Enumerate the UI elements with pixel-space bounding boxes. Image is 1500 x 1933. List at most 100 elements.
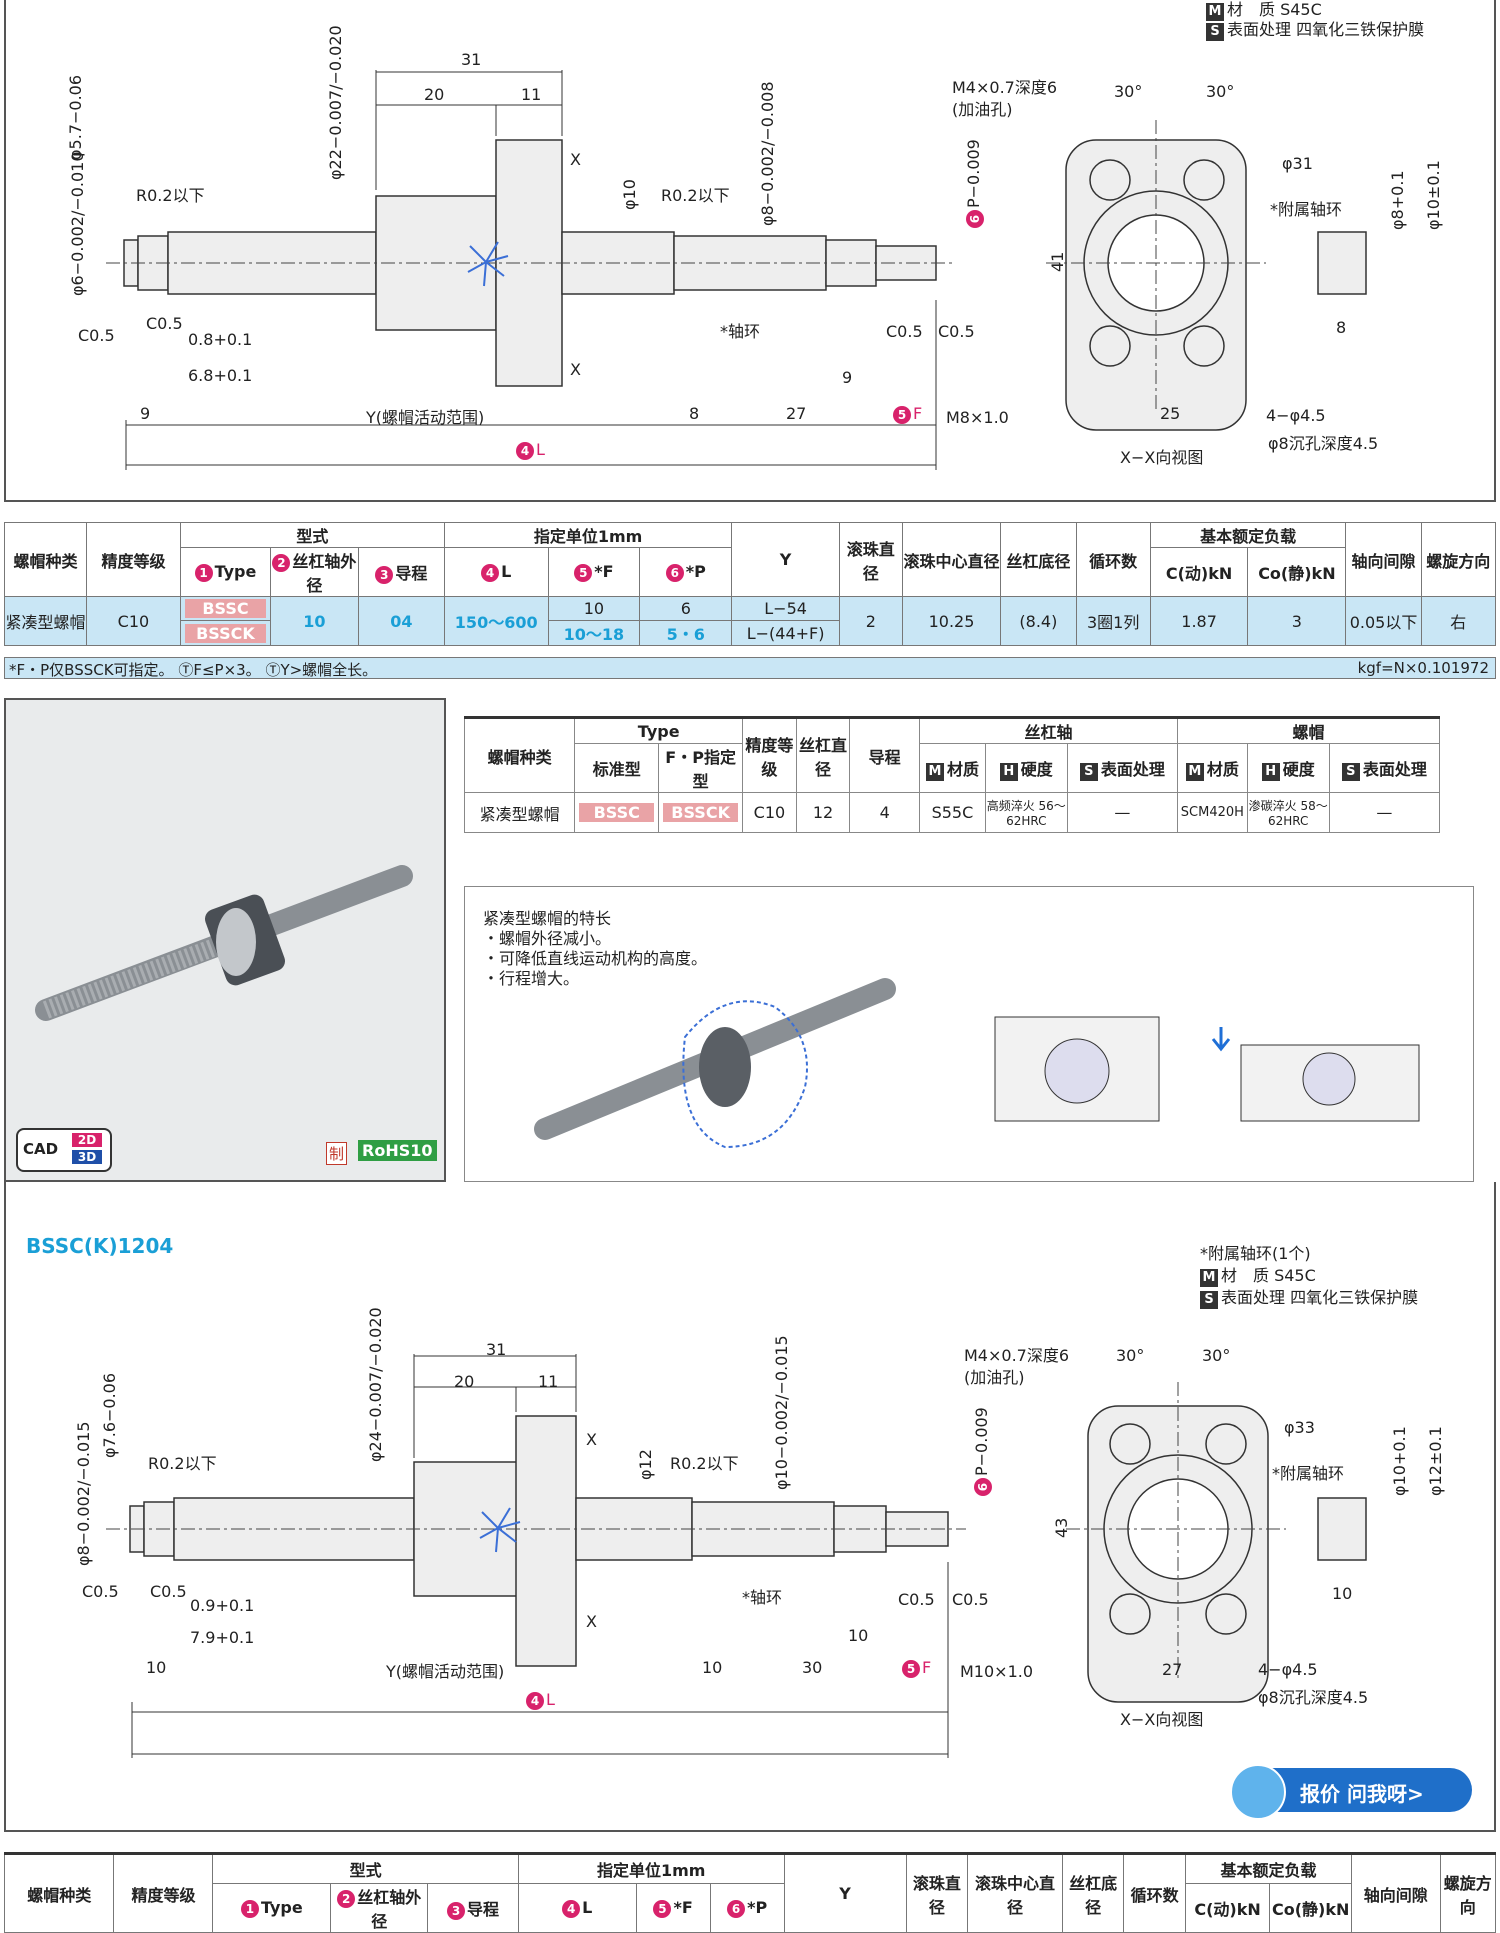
features-panel: 紧凑型螺帽的特长 ・螺帽外径减小。 ・可降低直线运动机构的高度。 ・行程增大。 [464, 886, 1474, 1182]
dim-y-range: Y(螺帽活动范围) [366, 408, 485, 427]
side-41: 41 [1048, 251, 1067, 272]
dim-c05d: C0.5 [938, 322, 975, 341]
side-m4: M4×0.7深度6 [952, 78, 1058, 97]
dim-phi22: φ22−0.007/−0.020 [326, 25, 345, 180]
table-row: 紧凑型螺帽 BSSC BSSCK C10 12 4 S55C 高频淬火 56～6… [463, 792, 1441, 833]
screw-shaft-drawing [106, 70, 1367, 470]
cell-y2: L−(44+F) [731, 620, 840, 646]
features-title: 紧凑型螺帽的特长 [483, 909, 612, 928]
cad-badge[interactable]: CAD 2D 3D [16, 1128, 112, 1172]
section2-x-bottom: X [586, 1612, 597, 1631]
nut-cell-nmat: SCM420H [1176, 792, 1248, 833]
section-x-top: X [570, 150, 581, 169]
dim2-p-tol: 6P−0.009 [972, 1407, 992, 1496]
dim2-phi12: φ12 [636, 1449, 655, 1480]
dim2-79: 7.9+0.1 [190, 1628, 255, 1647]
nut-header-dia: 丝杠直径 [795, 717, 851, 793]
dim-9a: 9 [140, 404, 151, 423]
header-kind: 螺帽种类 [4, 522, 87, 597]
header-root: 丝杠底径 [1000, 522, 1077, 597]
dim2-phi24: φ24−0.007/−0.020 [366, 1307, 385, 1462]
nut-cell-grade: C10 [742, 792, 797, 833]
quote-button[interactable]: 报价 问我呀> [1230, 1764, 1472, 1820]
cell-ball: 2 [838, 596, 903, 646]
dim-r02b: R0.2以下 [661, 186, 730, 205]
cell-p2: 5・6 [639, 620, 733, 646]
chat-bubble-icon [1230, 1764, 1286, 1820]
dim-phi10: φ10 [620, 179, 639, 210]
features-illustration [534, 978, 1420, 1149]
header-c: C(动)kN [1149, 547, 1249, 597]
dim2-09: 0.9+0.1 [190, 1596, 255, 1615]
note-text: *F・P仅BSSCK可指定。 ⓉF≤P×3。 ⓉY>螺帽全长。 [9, 661, 378, 679]
dim2-30: 30 [802, 1658, 823, 1677]
nut-header-lead: 导程 [849, 717, 921, 793]
nut-cell-std[interactable]: BSSC [574, 792, 660, 833]
side-phi31: φ31 [1282, 154, 1313, 173]
b-header-unit-group: 指定单位1mm [517, 1853, 785, 1884]
nut-header-fp: F・P指定型 [658, 743, 744, 793]
dim-p-tol: 6P−0.009 [964, 139, 984, 228]
cell-type-bssc[interactable]: BSSC [179, 596, 271, 621]
cell-grade: C10 [85, 596, 181, 646]
rohs-badge: RoHS10 [358, 1140, 437, 1161]
nut-cell-nsurf: — [1328, 792, 1441, 833]
nut-header-grade: 精度等级 [742, 717, 797, 793]
section-x-bottom: X [570, 360, 581, 379]
nut-cell-nhard: 渗碳淬火 58～62HRC [1246, 792, 1330, 833]
screw-shaft-drawing-2 [106, 1354, 1367, 1758]
side2-phi33: φ33 [1284, 1418, 1315, 1437]
ring-label-2: *轴环 [742, 1588, 783, 1607]
ball-screw-photo [35, 865, 413, 1021]
b-header-y: Y [783, 1853, 907, 1933]
side2-view-label: X−X向视图 [1120, 1710, 1204, 1729]
b-header-root: 丝杠底径 [1061, 1853, 1125, 1933]
cell-f2: 10～18 [547, 620, 641, 646]
dim2-11: 11 [538, 1372, 559, 1391]
nut-cell-smat: S55C [919, 792, 986, 833]
dim-m8: M8×1.0 [946, 408, 1009, 427]
dim2-c05a: C0.5 [82, 1582, 119, 1601]
header-circ: 循环数 [1075, 522, 1151, 597]
nut-cell-shard: 高频淬火 56～62HRC [984, 792, 1068, 833]
side2-27: 27 [1162, 1660, 1183, 1679]
dim2-10a: 10 [146, 1658, 167, 1677]
side-oil: (加油孔) [952, 100, 1013, 119]
side-angle-b: 30° [1206, 82, 1235, 101]
cell-circ: 3圈1列 [1075, 596, 1151, 646]
dim2-c05c: C0.5 [898, 1590, 935, 1609]
cell-type-bssck[interactable]: BSSCK [179, 620, 271, 646]
b-header-c: C(动)kN [1184, 1883, 1271, 1933]
zhi-badge: 制 [326, 1142, 348, 1165]
dim-c05c: C0.5 [886, 322, 923, 341]
nut-header-kind: 螺帽种类 [463, 717, 576, 793]
side-counter: φ8沉孔深度4.5 [1268, 434, 1379, 453]
header-f: 5*F [547, 547, 641, 597]
b-header-dir: 螺旋方向 [1439, 1853, 1497, 1933]
side2-ring-attach: *附属轴环 [1272, 1464, 1345, 1483]
b-header-co: Co(静)kN [1269, 1883, 1353, 1933]
table-row: 紧凑型螺帽 C10 BSSC 10 04 150～600 10 6 L−54 2… [4, 596, 1497, 646]
cell-y1: L−54 [731, 596, 840, 621]
b-header-kind: 螺帽种类 [3, 1853, 115, 1933]
product-photo-frame: CAD 2D 3D 制 RoHS10 [4, 698, 446, 1182]
dim2-phi76: φ7.6−0.06 [100, 1372, 119, 1458]
b-header-p: 6*P [709, 1883, 785, 1933]
ring-note: *附属轴环(1个) [1200, 1244, 1311, 1263]
table-row: BSSCK 10～18 5・6 L−(44+F) [5, 620, 1496, 646]
nut-cell-fp[interactable]: BSSCK [658, 792, 744, 833]
side2-43: 43 [1052, 1517, 1071, 1538]
side2-phi10v: φ10+0.1 [1390, 1426, 1409, 1496]
